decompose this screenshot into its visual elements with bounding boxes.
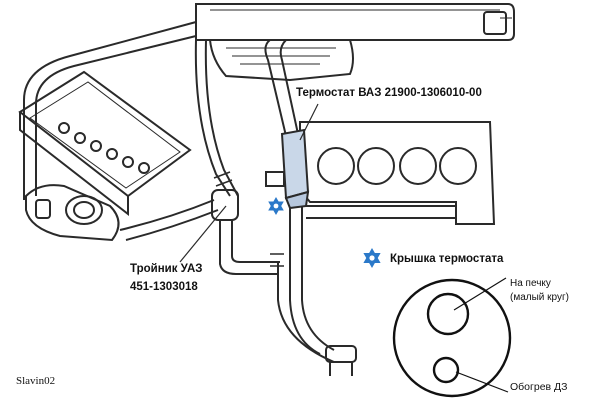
thermostat-cap-label: Крышка термостата: [390, 253, 504, 265]
author-signature: Slavin02: [16, 375, 55, 387]
top-pipe: [195, 3, 515, 41]
hoses: [23, 21, 456, 376]
engine-block: [299, 121, 496, 225]
heater-port-small: [432, 356, 460, 384]
thermostat-cap-detail: [392, 278, 512, 398]
heater-port-large: [426, 292, 470, 336]
star-of-david-icon: [268, 197, 284, 215]
tee-leader: [179, 205, 227, 263]
star-of-david-icon: [363, 248, 381, 268]
heater-port-leader: [453, 277, 507, 311]
heater-fan: [25, 184, 120, 242]
tee-label-line2: 451-1303018: [130, 281, 198, 293]
tee-label-line1: Тройник УАЗ: [130, 263, 202, 275]
thermostat-body: [265, 128, 310, 210]
dz-port-leader: [455, 371, 509, 393]
to-heater-label-line1: На печку: [510, 278, 551, 289]
heater-dz-label: Обогрев ДЗ: [510, 381, 567, 393]
to-heater-label-line2: (малый круг): [510, 292, 569, 303]
heater-core: [18, 70, 192, 217]
thermostat-leader: [299, 103, 319, 141]
thermostat-label: Термостат ВАЗ 21900-1306010-00: [296, 87, 482, 99]
